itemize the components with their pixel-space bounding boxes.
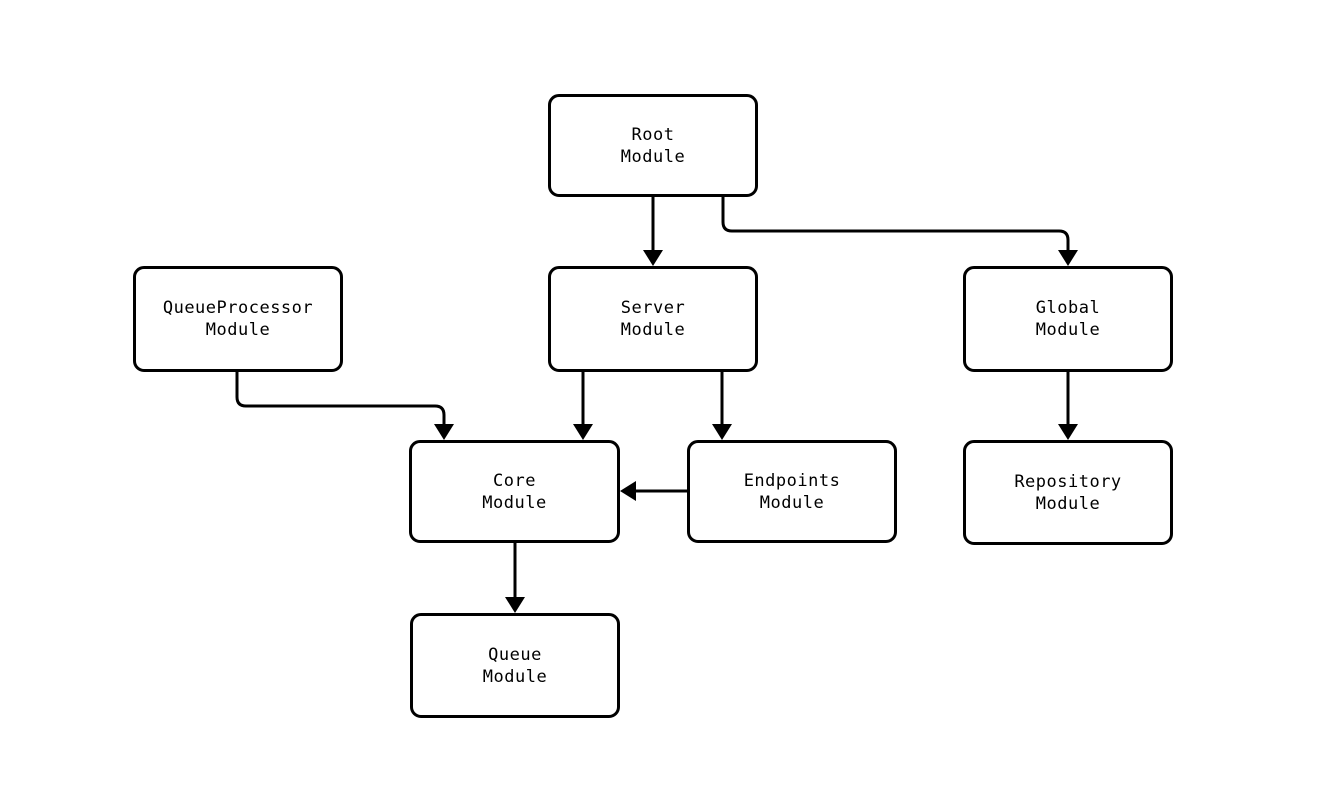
node-repository[interactable]: Repository Module: [963, 440, 1173, 545]
arrowhead-icon: [620, 481, 636, 501]
edge-line: [721, 197, 1070, 258]
arrowhead-icon: [573, 424, 593, 440]
arrowhead-icon: [505, 597, 525, 613]
edge-server-to-core: [573, 372, 593, 440]
node-queue[interactable]: Queue Module: [410, 613, 620, 718]
arrowhead-icon: [712, 424, 732, 440]
node-label-endpoints: Endpoints Module: [743, 470, 841, 513]
node-queueprocessor[interactable]: QueueProcessor Module: [133, 266, 343, 372]
node-label-queueprocessor: QueueProcessor Module: [162, 298, 314, 340]
node-label-core: Core Module: [482, 470, 547, 513]
edge-line: [235, 372, 446, 432]
arrowhead-icon: [1058, 424, 1078, 440]
node-label-server: Server Module: [620, 298, 686, 340]
node-server[interactable]: Server Module: [548, 266, 758, 372]
node-label-root: Root Module: [620, 124, 686, 167]
edge-global-to-repository: [1058, 372, 1078, 440]
node-global[interactable]: Global Module: [963, 266, 1173, 372]
edge-root-to-global: [721, 197, 1078, 266]
arrowhead-icon: [1058, 250, 1078, 266]
edge-endpoints-to-core: [620, 481, 687, 501]
node-core[interactable]: Core Module: [409, 440, 620, 543]
node-label-global: Global Module: [1035, 298, 1101, 340]
edge-queueprocessor-to-core: [235, 372, 454, 440]
node-root[interactable]: Root Module: [548, 94, 758, 197]
node-label-queue: Queue Module: [482, 644, 548, 687]
edge-core-to-queue: [505, 543, 525, 613]
node-label-repository: Repository Module: [1014, 471, 1122, 514]
arrowhead-icon: [643, 250, 663, 266]
edge-root-to-server: [643, 197, 663, 266]
edge-server-to-endpoints: [712, 372, 732, 440]
arrowhead-icon: [434, 424, 454, 440]
node-endpoints[interactable]: Endpoints Module: [687, 440, 897, 543]
